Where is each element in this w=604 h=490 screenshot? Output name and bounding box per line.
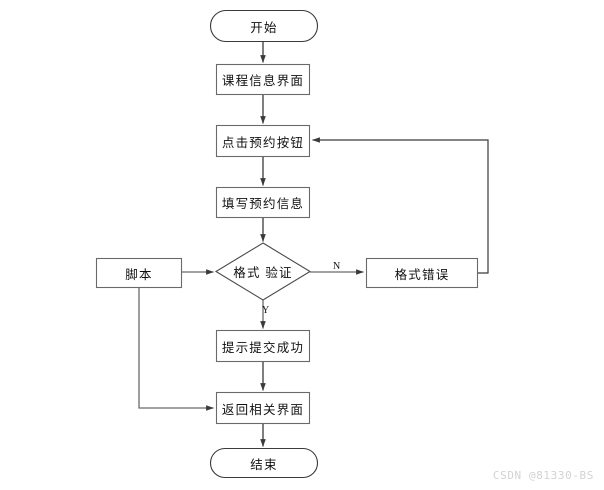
node-course-info-shape bbox=[215, 63, 311, 96]
node-submit-success-shape bbox=[215, 329, 311, 363]
edge-label-yes: Y bbox=[262, 305, 270, 316]
edge-error-to-click bbox=[312, 137, 489, 274]
node-return-page-shape bbox=[215, 391, 311, 425]
node-end-shape bbox=[209, 447, 319, 479]
node-format-validate-shape bbox=[214, 242, 312, 301]
node-script-shape bbox=[95, 257, 183, 289]
node-format-error-shape bbox=[365, 257, 479, 289]
node-click-booking-shape bbox=[215, 124, 311, 158]
node-fill-booking-shape bbox=[215, 186, 311, 219]
csdn-watermark: CSDN @81330-BS bbox=[492, 469, 594, 482]
edge-script-to-return bbox=[138, 288, 214, 411]
node-start-shape bbox=[209, 9, 319, 43]
edge-label-no: N bbox=[333, 261, 341, 272]
